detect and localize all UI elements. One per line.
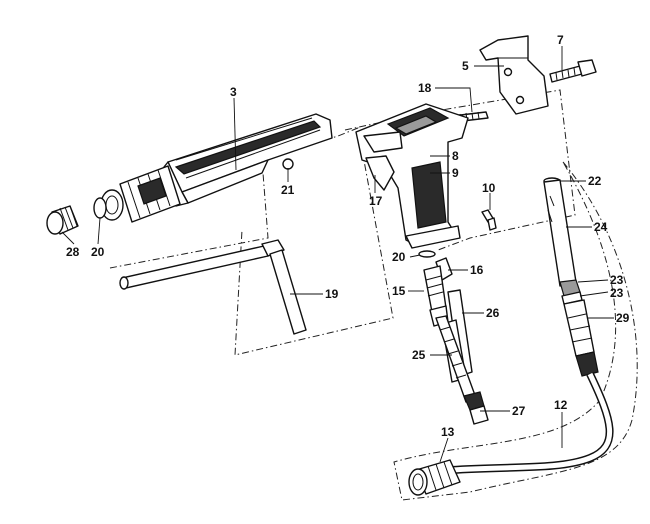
callout-10: 10 (482, 181, 496, 195)
cable-part-12-inner (451, 372, 613, 473)
callout-7: 7 (557, 33, 564, 47)
bracket-part-5 (479, 35, 549, 115)
ring-part-21 (282, 158, 294, 170)
nozzle-nut-part-28 (46, 205, 79, 235)
callout-23-upper: 23 (610, 273, 624, 287)
callout-13: 13 (441, 425, 455, 439)
hose-connector-part-27 (435, 315, 489, 425)
callout-24: 24 (594, 220, 608, 234)
assembly-boundary-barrel (109, 127, 394, 356)
callout-8: 8 (452, 149, 459, 163)
callout-21: 21 (281, 183, 295, 197)
callout-25: 25 (412, 348, 426, 362)
callout-22: 22 (588, 174, 602, 188)
callout-5: 5 (462, 59, 469, 73)
callout-15: 15 (392, 284, 406, 298)
cartridge-part-24 (543, 177, 599, 377)
grip-part-9 (411, 161, 447, 229)
callout-29: 29 (616, 311, 630, 325)
end-connector-part-13 (408, 459, 461, 496)
trigger-part-17 (365, 155, 395, 191)
callout-18: 18 (418, 81, 432, 95)
l-rod-part-19 (119, 239, 307, 335)
callout-20-barrel: 20 (91, 245, 105, 259)
callout-labels: 3 5 7 18 8 9 10 17 21 28 20 20 16 15 19 … (66, 33, 630, 439)
o-ring-part-20-lower (418, 250, 436, 258)
leader-lines (61, 46, 614, 463)
callout-16: 16 (470, 263, 484, 277)
callout-20-lower: 20 (392, 250, 406, 264)
callout-9: 9 (452, 166, 459, 180)
o-ring-part-20-barrel (93, 197, 107, 219)
handle-part-8 (355, 103, 469, 249)
callout-26: 26 (486, 306, 500, 320)
callout-3: 3 (230, 85, 237, 99)
callout-19: 19 (325, 287, 339, 301)
assembly-boundary-handle (344, 89, 576, 251)
callout-17: 17 (369, 194, 383, 208)
callout-12: 12 (554, 398, 568, 412)
callout-27: 27 (512, 404, 526, 418)
callout-23-lower: 23 (610, 286, 624, 300)
screw-part-10 (481, 209, 497, 231)
barrel-part-3 (100, 113, 333, 223)
callout-28: 28 (66, 245, 80, 259)
bolt-part-7 (549, 59, 597, 83)
